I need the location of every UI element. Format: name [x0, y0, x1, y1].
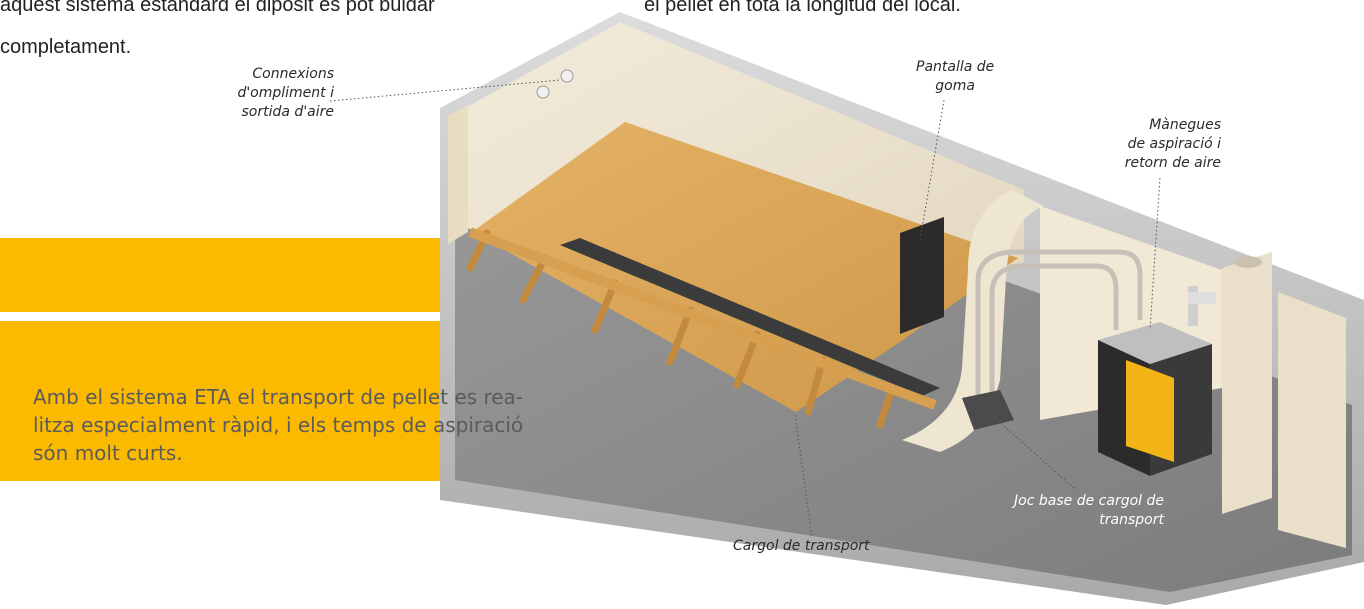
intro-text-line-2: completament.	[0, 36, 132, 58]
suction-hoses	[975, 249, 1143, 410]
screw-base-set	[962, 390, 1014, 430]
callout-pantalla: Pantalla de goma	[916, 58, 994, 96]
intro-text-line-1: aquest sistema estàndard el dipòsit es p…	[0, 0, 435, 16]
boiler	[1098, 286, 1216, 476]
rubber-screen	[900, 217, 944, 334]
callout-pantalla-line-2: goma	[935, 78, 975, 94]
intro-text-right: el pellet en tota la longitud del local.	[644, 0, 961, 16]
screw-channel	[560, 238, 940, 396]
callout-pantalla-line-1: Pantalla de	[916, 59, 995, 75]
callout-cargol-line-1: Cargol de transport	[733, 538, 870, 554]
callout-manegues-line-1: Mànegues	[1149, 117, 1221, 133]
callout-connexions-line-2: d'ompliment i	[237, 85, 334, 101]
callout-manegues-line-2: de aspiració i	[1127, 136, 1221, 152]
callout-manegues: Mànegues de aspiració i retorn de aire	[1125, 116, 1221, 173]
callout-joc-line-1: Joc base de cargol de	[1014, 493, 1164, 509]
highlight-paragraph: Amb el sistema ETA el transport de pelle…	[33, 383, 573, 467]
callout-joc-line-2: transport	[1099, 512, 1164, 528]
highlight-line-1: Amb el sistema ETA el transport de pelle…	[33, 385, 524, 409]
highlight-line-3: són molt curts.	[33, 441, 183, 465]
chimney	[1222, 252, 1272, 514]
callout-cargol: Cargol de transport	[733, 537, 870, 556]
callout-manegues-line-3: retorn de aire	[1124, 155, 1221, 171]
callout-connexions-line-3: sortida d'aire	[241, 104, 334, 120]
callout-connexions: Connexions d'ompliment i sortida d'aire	[237, 65, 334, 122]
left-inner-wall	[448, 105, 468, 244]
callout-joc-base: Joc base de cargol de transport	[1014, 492, 1164, 530]
right-wall	[1278, 292, 1346, 548]
highlight-line-2: litza especialment ràpid, i els temps de…	[33, 413, 524, 437]
sloped-board	[472, 122, 1018, 412]
callout-connexions-line-1: Connexions	[252, 66, 334, 82]
divider-wall	[902, 190, 1044, 452]
